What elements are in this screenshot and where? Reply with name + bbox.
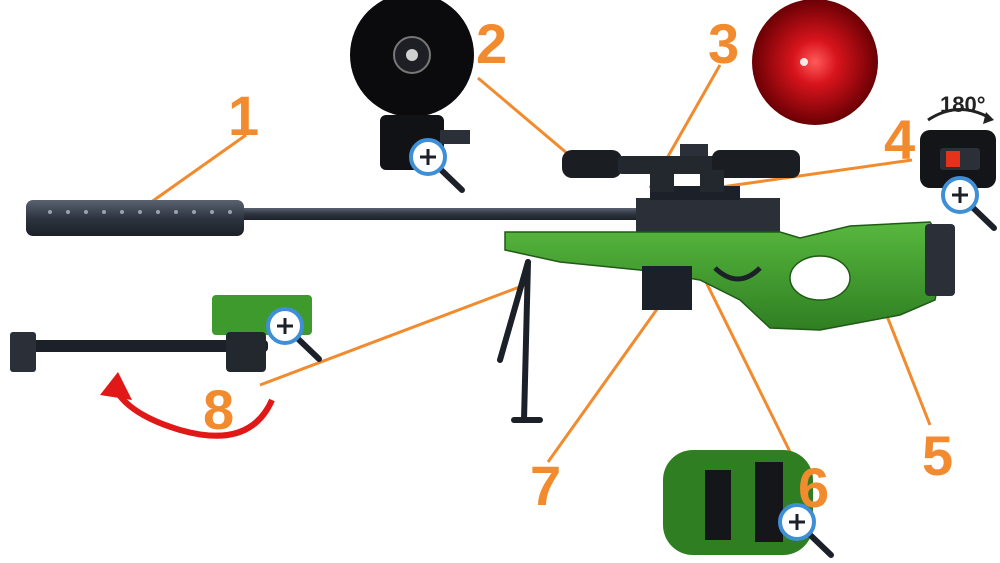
rotation-label: 180° (940, 92, 986, 117)
thumbhole (789, 255, 851, 301)
curved-arrow-icon (113, 388, 275, 439)
barrel (240, 208, 660, 220)
inset-switch (920, 130, 996, 188)
callout-8: 8 (203, 378, 235, 441)
inset-bipod (10, 295, 312, 372)
zoom-plus-icon (778, 503, 834, 558)
silencer-vents (48, 210, 232, 214)
rotate-arrowhead-icon (983, 112, 994, 124)
rotate-arrow-icon (927, 108, 991, 122)
trigger-guard (713, 266, 762, 282)
laser-point (800, 58, 808, 66)
callout-6: 6 (798, 456, 830, 519)
callout-4: 4 (884, 108, 916, 171)
silencer (26, 200, 244, 236)
inset-laser-dot (752, 0, 878, 125)
callout-5: 5 (922, 424, 954, 487)
zoom-plus-icon (941, 176, 997, 231)
bipod (497, 259, 543, 423)
zoom-plus-icon (266, 307, 322, 362)
inset-trigger (663, 450, 813, 555)
callout-3: 3 (708, 12, 740, 75)
callout-1: 1 (228, 84, 260, 147)
butt-pad (925, 224, 955, 296)
receiver (636, 198, 780, 232)
magazine (642, 266, 692, 310)
inset-scope-rear (350, 0, 474, 170)
zoom-plus-icon (409, 138, 465, 193)
curved-arrowhead-icon (100, 372, 132, 400)
callout-7: 7 (530, 454, 562, 517)
callout-2: 2 (476, 12, 508, 75)
scope (562, 144, 800, 192)
